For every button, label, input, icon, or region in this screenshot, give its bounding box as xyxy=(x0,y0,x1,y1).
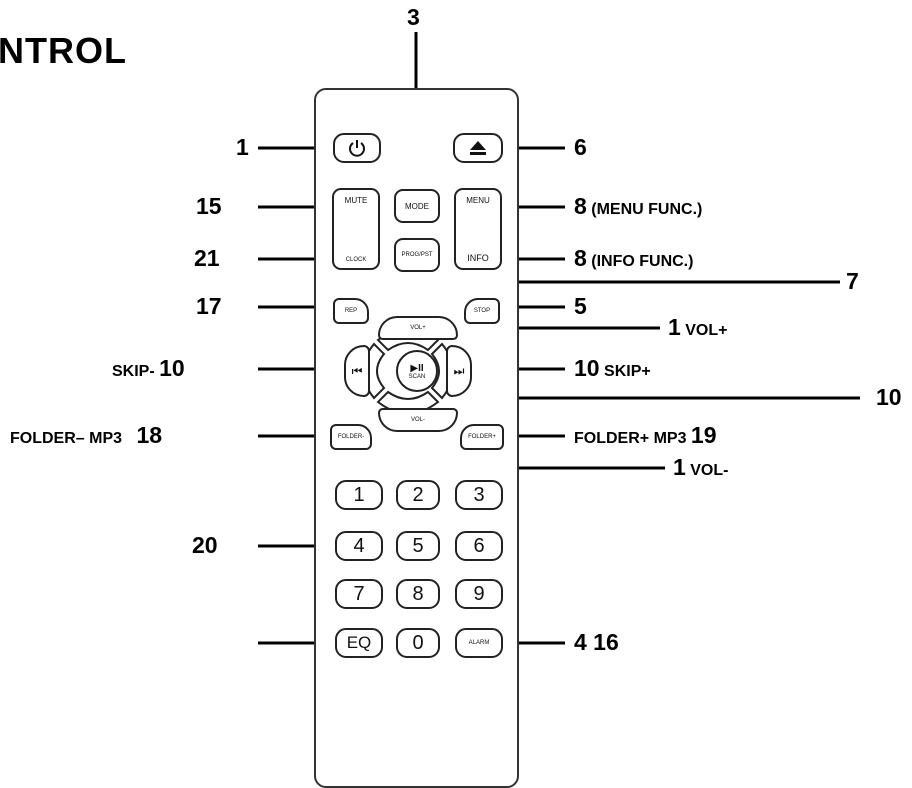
menu-info-button[interactable]: MENU INFO xyxy=(454,188,502,270)
callout-menu-func: (MENU FUNC.) xyxy=(591,201,703,218)
callout-prog: 7 xyxy=(846,268,859,294)
number-label: 5 xyxy=(412,534,424,557)
number-label: 6 xyxy=(473,534,485,557)
power-button[interactable] xyxy=(333,133,381,163)
play-pause-scan-button[interactable]: ▶II SCAN xyxy=(396,350,438,392)
callout-skip-next: 10 SKIP+ xyxy=(574,355,651,382)
number-button-6[interactable]: 6 xyxy=(455,531,503,561)
stop-label: STOP xyxy=(473,308,491,314)
skip-next-button[interactable]: ⏭ xyxy=(446,345,472,397)
number-button-0[interactable]: 0 xyxy=(396,628,440,658)
callout-info: 8 (INFO FUNC.) xyxy=(574,245,693,272)
clock-label: CLOCK xyxy=(345,257,367,263)
number-label: 9 xyxy=(473,582,485,605)
callout-info-number: 8 xyxy=(574,245,587,271)
vol-up-button[interactable]: VOL+ xyxy=(378,316,458,340)
vol-down-button[interactable]: VOL- xyxy=(378,408,458,432)
number-label: 3 xyxy=(473,483,485,506)
mute-label: MUTE xyxy=(344,196,368,205)
callout-vol-plus-number: 1 xyxy=(668,314,681,340)
info-label: INFO xyxy=(467,253,489,263)
callout-power: 1 xyxy=(236,134,249,160)
callout-folder-plus: FOLDER+ MP3 19 xyxy=(574,422,717,449)
callout-skip-prev: SKIP- 10 xyxy=(112,355,185,382)
rep-label: REP xyxy=(344,308,358,314)
callout-info-func: (INFO FUNC.) xyxy=(591,253,694,270)
callout-skip-plus-number: 10 xyxy=(574,355,600,381)
folder-plus-button[interactable]: FOLDER+ xyxy=(460,424,504,450)
callout-play: 10 xyxy=(876,384,902,410)
number-button-3[interactable]: 3 xyxy=(455,480,503,510)
number-button-7[interactable]: 7 xyxy=(335,579,383,609)
callout-menu-number: 8 xyxy=(574,193,587,219)
callout-folder-plus-number: 19 xyxy=(690,422,717,448)
callout-rep: 17 xyxy=(196,293,222,319)
prog-pst-label: PROG/PST xyxy=(401,252,433,258)
number-button-4[interactable]: 4 xyxy=(335,531,383,561)
callout-vol-minus: 1 VOL- xyxy=(673,454,728,481)
callout-mode: 3 xyxy=(407,4,420,30)
number-button-2[interactable]: 2 xyxy=(396,480,440,510)
callout-numbers: 20 xyxy=(192,532,218,558)
alarm-label: ALARM xyxy=(468,640,490,646)
callout-skip-plus-label: SKIP+ xyxy=(604,363,651,380)
vol-up-label: VOL+ xyxy=(410,325,426,331)
callout-vol-minus-number: 1 xyxy=(673,454,686,480)
prog-pst-button[interactable]: PROG/PST xyxy=(394,238,440,272)
page-title: NTROL xyxy=(0,30,127,71)
eq-button[interactable]: EQ xyxy=(335,628,383,658)
menu-label: MENU xyxy=(466,196,490,205)
skip-next-icon: ⏭ xyxy=(453,363,465,378)
play-pause-icon: ▶II xyxy=(410,362,424,374)
number-label: 1 xyxy=(353,483,365,506)
callout-menu: 8 (MENU FUNC.) xyxy=(574,193,702,220)
callout-clock: 21 xyxy=(194,245,220,271)
number-label: 0 xyxy=(412,631,424,654)
number-button-8[interactable]: 8 xyxy=(396,579,440,609)
mute-clock-button[interactable]: MUTE CLOCK xyxy=(332,188,380,270)
number-label: 4 xyxy=(353,534,365,557)
callout-vol-plus-label: VOL+ xyxy=(685,322,728,339)
number-button-9[interactable]: 9 xyxy=(455,579,503,609)
folder-minus-button[interactable]: FOLDER- xyxy=(330,424,372,450)
mode-label: MODE xyxy=(405,201,429,211)
folder-plus-label: FOLDER+ xyxy=(468,434,496,440)
callout-folder-minus: FOLDER– MP3 18 xyxy=(10,422,162,449)
skip-prev-button[interactable]: ⏮ xyxy=(344,345,370,397)
scan-label: SCAN xyxy=(408,373,426,380)
callout-vol-plus: 1 VOL+ xyxy=(668,314,727,341)
callout-folder-minus-label: FOLDER– MP3 xyxy=(10,430,123,447)
mode-button[interactable]: MODE xyxy=(394,189,440,223)
number-button-5[interactable]: 5 xyxy=(396,531,440,561)
alarm-button[interactable]: ALARM xyxy=(455,628,503,658)
callout-stop: 5 xyxy=(574,293,587,319)
skip-prev-icon: ⏮ xyxy=(351,363,363,378)
callout-alarm: 4 16 xyxy=(574,629,619,655)
callout-eject: 6 xyxy=(574,134,587,160)
eject-icon xyxy=(470,141,486,155)
eject-button[interactable] xyxy=(453,133,503,163)
number-label: 2 xyxy=(412,483,424,506)
eq-label: EQ xyxy=(346,633,372,652)
rep-button[interactable]: REP xyxy=(333,298,369,324)
number-button-1[interactable]: 1 xyxy=(335,480,383,510)
number-label: 7 xyxy=(353,582,365,605)
callout-folder-minus-number: 18 xyxy=(136,422,163,448)
callout-folder-plus-label: FOLDER+ MP3 xyxy=(574,430,687,447)
folder-minus-label: FOLDER- xyxy=(337,434,365,440)
vol-down-label: VOL- xyxy=(410,417,425,423)
callout-skip-minus-label: SKIP- xyxy=(112,363,155,380)
callout-vol-minus-label: VOL- xyxy=(690,462,729,479)
callout-skip-minus-number: 10 xyxy=(159,355,185,381)
stop-button[interactable]: STOP xyxy=(464,298,500,324)
callout-mute: 15 xyxy=(196,193,222,219)
number-label: 8 xyxy=(412,582,424,605)
power-icon xyxy=(349,140,365,157)
